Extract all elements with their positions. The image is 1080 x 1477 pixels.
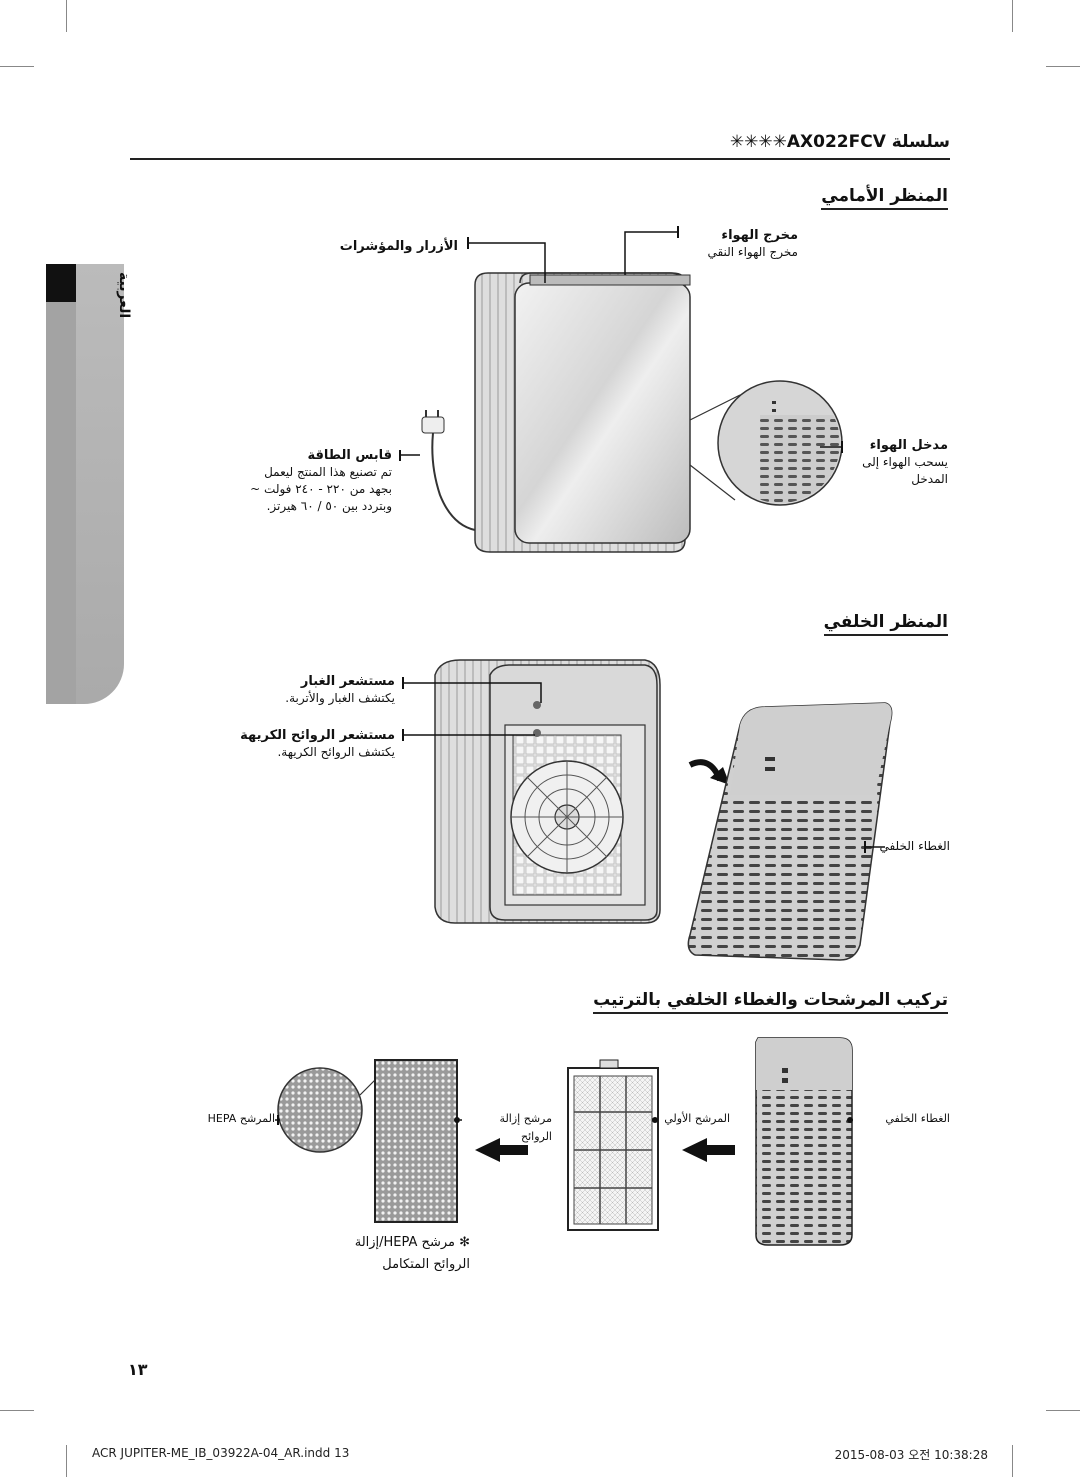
rear-cover bbox=[687, 702, 893, 961]
dust-sensor bbox=[533, 701, 541, 709]
rear-view-heading: المنظر الخلفي bbox=[823, 612, 948, 636]
tab-stripe bbox=[46, 264, 76, 704]
language-tab: العربية bbox=[46, 264, 132, 704]
crop-mark bbox=[0, 1410, 34, 1411]
page-number: ١٣ bbox=[128, 1360, 148, 1379]
crop-mark bbox=[1012, 0, 1013, 32]
air-outlet bbox=[529, 274, 691, 286]
air-inlet-label: مدخل الهواء يسحب الهواء إلى المدخل bbox=[862, 438, 948, 486]
series-title: سلسلة AX022FCV✳✳✳✳ bbox=[729, 132, 950, 152]
assembly-diagram bbox=[275, 1037, 853, 1246]
power-plug bbox=[421, 410, 476, 531]
hepa-filter-label: المرشح HEPA bbox=[207, 1112, 275, 1125]
front-view-heading: المنظر الأمامي bbox=[821, 186, 948, 210]
rear-cover-label: الغطاء الخلفي bbox=[885, 1112, 950, 1125]
odor-sensor bbox=[533, 729, 541, 737]
crop-mark bbox=[66, 0, 67, 32]
crop-mark bbox=[0, 66, 34, 67]
rear-view-diagram bbox=[402, 659, 893, 961]
arrow-left-icon bbox=[682, 1138, 735, 1162]
power-plug-label: قابس الطاقة تم تصنيع هذا المنتج ليعمل بج… bbox=[250, 448, 392, 513]
assembly-heading: تركيب المرشحات والغطاء الخلفي بالترتيب bbox=[593, 990, 948, 1014]
pre-filter bbox=[567, 1059, 659, 1231]
rear-cover-label: الغطاء الخلفي bbox=[879, 839, 950, 853]
pre-filter-label: المرشح الأولي bbox=[664, 1112, 730, 1125]
arrow-icon bbox=[710, 767, 730, 785]
footer-date: 2015-08-03 오전 10:38:28 bbox=[834, 1448, 988, 1462]
crop-mark bbox=[1046, 66, 1080, 67]
header-rule bbox=[130, 158, 950, 160]
front-view-diagram bbox=[399, 226, 843, 553]
fan-icon bbox=[510, 760, 624, 874]
crop-mark bbox=[1012, 1445, 1013, 1477]
front-panel bbox=[514, 282, 691, 544]
crop-mark bbox=[66, 1445, 67, 1477]
rear-cover-panel bbox=[755, 1037, 853, 1246]
tab-marker bbox=[46, 264, 76, 302]
language-label: العربية bbox=[116, 272, 132, 319]
footer-file: ACR JUPITER-ME_IB_03922A-04_AR.indd 13 bbox=[92, 1446, 350, 1460]
buttons-indicators-label: الأزرار والمؤشرات bbox=[339, 239, 458, 254]
arrow-left-icon bbox=[475, 1138, 528, 1162]
hepa-filter bbox=[374, 1059, 458, 1223]
hepa-zoom bbox=[277, 1067, 376, 1153]
crop-mark bbox=[1046, 1410, 1080, 1411]
